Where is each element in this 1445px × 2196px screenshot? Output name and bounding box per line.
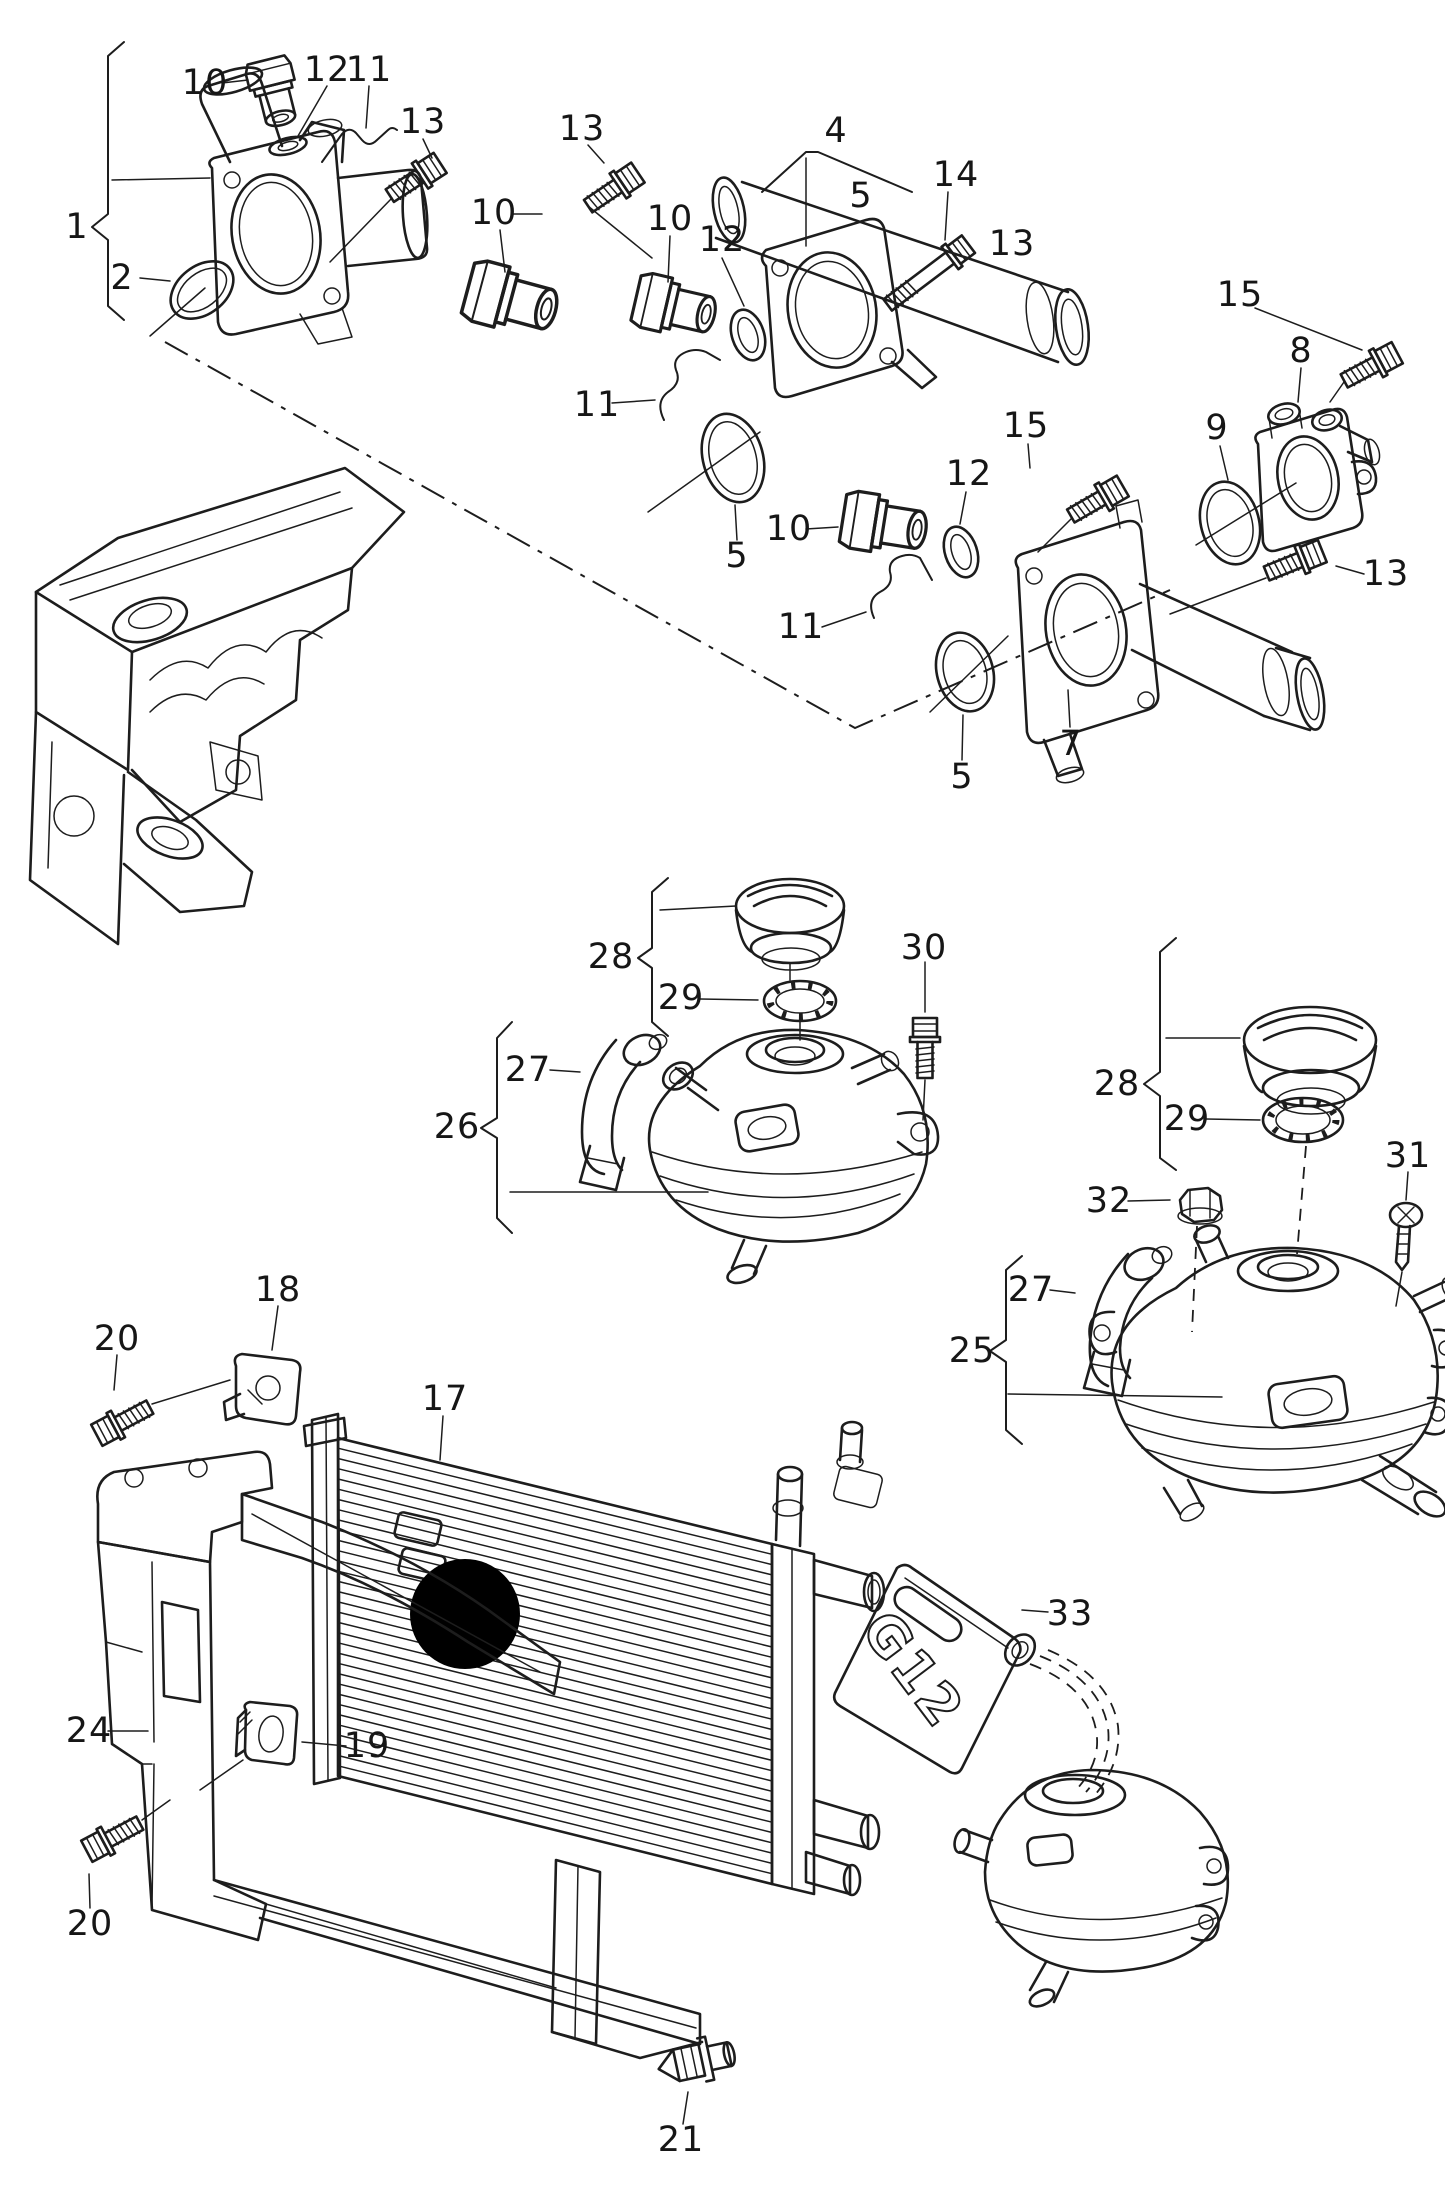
thermostat-housing-group — [91, 41, 450, 345]
callout-1: 1 — [65, 207, 89, 247]
callout-10: 10 — [470, 193, 518, 233]
callout-12: 12 — [945, 454, 993, 494]
callout-26: 26 — [433, 1107, 481, 1147]
redaction-dot — [410, 1559, 520, 1669]
callout-24: 24 — [65, 1711, 113, 1751]
callout-29: 29 — [657, 978, 705, 1018]
callout-18: 18 — [254, 1270, 302, 1310]
expansion-tank-right-group — [989, 937, 1445, 1522]
callout-15: 15 — [1216, 275, 1264, 315]
engine-block — [28, 466, 406, 946]
expansion-tank-center-group — [480, 877, 942, 1285]
callout-19: 19 — [343, 1726, 391, 1766]
callout-10: 10 — [765, 509, 813, 549]
callout-20: 20 — [93, 1319, 141, 1359]
callout-13: 13 — [988, 224, 1036, 264]
construction-lines — [164, 341, 1171, 730]
callout-21: 21 — [657, 2120, 705, 2160]
callout-9: 9 — [1205, 408, 1229, 448]
callout-13: 13 — [399, 102, 447, 142]
callout-12: 12 — [303, 50, 351, 90]
callout-5: 5 — [950, 757, 974, 797]
callout-11: 11 — [573, 385, 621, 425]
callout-33: 33 — [1046, 1594, 1094, 1634]
callout-14: 14 — [932, 155, 980, 195]
callout-5: 5 — [849, 176, 873, 216]
lock-carrier-frame-group — [78, 1305, 736, 2125]
callout-27: 27 — [504, 1050, 552, 1090]
callout-13: 13 — [558, 109, 606, 149]
callout-32: 32 — [1085, 1181, 1133, 1221]
callout-2: 2 — [110, 258, 134, 298]
callout-12: 12 — [698, 220, 746, 260]
callout-7: 7 — [1059, 724, 1083, 764]
callout-8: 8 — [1289, 331, 1313, 371]
radiator-group — [302, 1412, 886, 1897]
callout-10: 10 — [646, 199, 694, 239]
callout-11: 11 — [777, 607, 825, 647]
callout-11: 11 — [345, 50, 393, 90]
drain-plug — [657, 2035, 736, 2083]
callout-13: 13 — [1362, 554, 1410, 594]
callout-29: 29 — [1163, 1099, 1211, 1139]
callout-30: 30 — [900, 928, 948, 968]
callout-10: 10 — [181, 63, 229, 103]
callout-17: 17 — [421, 1379, 469, 1419]
callout-25: 25 — [948, 1331, 996, 1371]
callout-27: 27 — [1007, 1270, 1055, 1310]
coolant-flange-middle-group — [458, 144, 1091, 541]
coolant-pipe-lower-group — [805, 307, 1406, 784]
callout-20: 20 — [66, 1904, 114, 1944]
callout-28: 28 — [587, 937, 635, 977]
callout-5: 5 — [725, 536, 749, 576]
callout-15: 15 — [1002, 406, 1050, 446]
callout-28: 28 — [1093, 1064, 1141, 1104]
callout-4: 4 — [824, 111, 848, 151]
callout-31: 31 — [1384, 1136, 1432, 1176]
